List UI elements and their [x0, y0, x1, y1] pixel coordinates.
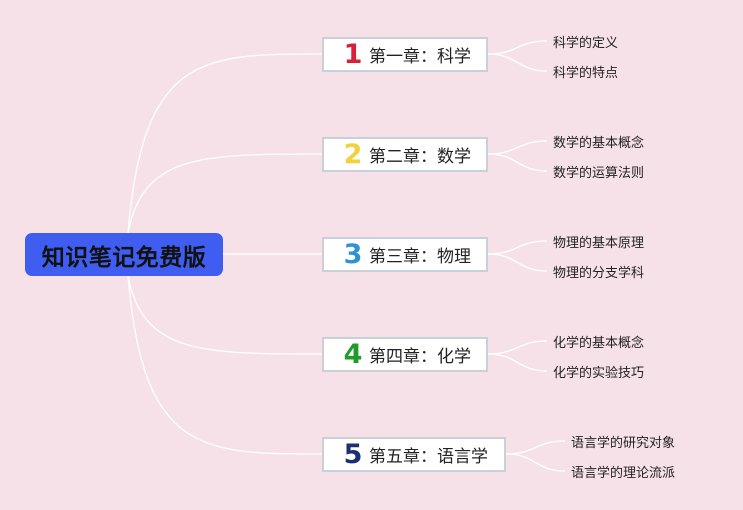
topic-5-2[interactable]: 语言学的理论流派 [571, 466, 676, 481]
chapter-title-1: 第一章：科学 [369, 47, 471, 67]
chapter-number-4: 4 [343, 339, 363, 370]
root-node[interactable]: 知识笔记免费版 [25, 233, 223, 276]
chapter-3-to-topic-1 [487, 240, 548, 255]
topic-1-1[interactable]: 科学的定义 [553, 36, 619, 51]
topic-2-2[interactable]: 数学的运算法则 [553, 166, 645, 181]
root-to-chapter-1 [127, 53, 323, 234]
topic-1-2[interactable]: 科学的特点 [553, 66, 619, 81]
chapter-title-5: 第五章：语言学 [369, 447, 488, 467]
chapter-node-5[interactable]: 5 第五章：语言学 [322, 437, 506, 472]
chapter-2-to-topic-2 [487, 153, 548, 172]
chapter-1-to-topic-2 [487, 53, 548, 72]
topic-3-2[interactable]: 物理的分支学科 [553, 266, 645, 281]
chapter-number-3: 3 [343, 239, 363, 270]
chapter-4-to-topic-2 [487, 353, 548, 372]
root-to-chapter-4 [127, 275, 323, 355]
chapter-1-to-topic-1 [487, 40, 548, 55]
topic-4-2[interactable]: 化学的实验技巧 [553, 366, 645, 381]
chapter-3-to-topic-2 [487, 253, 548, 272]
topic-5-1[interactable]: 语言学的研究对象 [571, 436, 676, 451]
chapter-number-2: 2 [343, 139, 363, 170]
chapter-title-3: 第三章：物理 [369, 247, 471, 267]
chapter-4-to-topic-1 [487, 340, 548, 355]
chapter-number-1: 1 [343, 39, 363, 70]
topic-3-1[interactable]: 物理的基本原理 [553, 236, 645, 251]
chapter-node-2[interactable]: 2 第二章：数学 [322, 137, 488, 172]
root-title: 知识笔记免费版 [41, 244, 207, 271]
chapter-5-to-topic-2 [505, 453, 566, 472]
chapter-number-5: 5 [343, 439, 363, 470]
root-to-chapter-5 [127, 275, 323, 455]
root-to-chapter-2 [127, 153, 323, 234]
topic-2-1[interactable]: 数学的基本概念 [553, 136, 645, 151]
chapter-title-4: 第四章：化学 [369, 347, 471, 367]
topic-4-1[interactable]: 化学的基本概念 [553, 336, 645, 351]
chapter-2-to-topic-1 [487, 140, 548, 155]
chapter-node-4[interactable]: 4 第四章：化学 [322, 337, 488, 372]
chapter-title-2: 第二章：数学 [369, 147, 471, 167]
chapter-5-to-topic-1 [505, 440, 566, 455]
chapter-node-1[interactable]: 1 第一章：科学 [322, 37, 488, 72]
chapter-node-3[interactable]: 3 第三章：物理 [322, 237, 488, 272]
